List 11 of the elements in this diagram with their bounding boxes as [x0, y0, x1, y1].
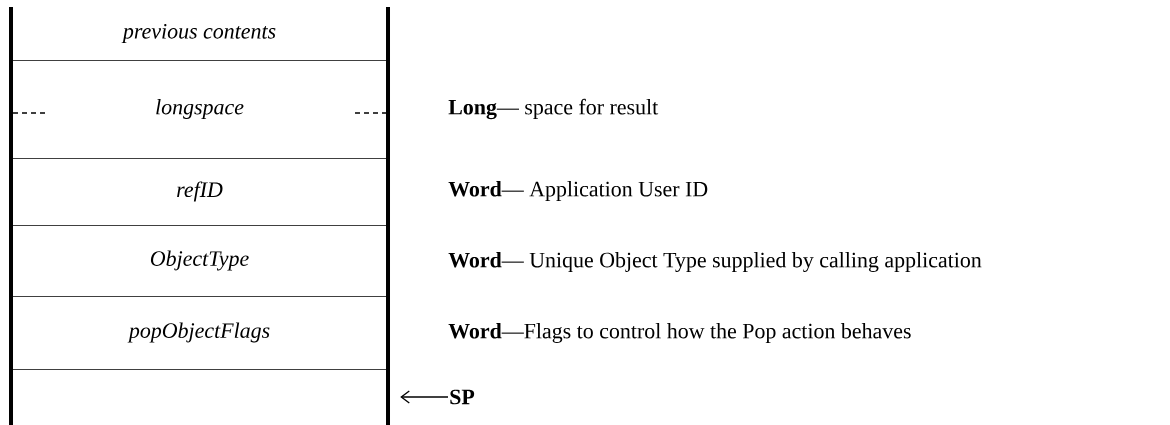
stack-cell: previous contents	[121, 23, 276, 44]
arrow	[400, 390, 449, 404]
field-description: Word—Flags to control how the Pop action behaves	[448, 323, 911, 343]
stack-cell: ObjectType	[13, 225, 386, 271]
pointer-label: SP	[450, 389, 475, 405]
stack-cell: refID	[13, 158, 386, 202]
field-description: Word— Unique Object Type supplied by calling application	[448, 252, 982, 272]
stack-cell: popObjectFlags	[13, 296, 386, 343]
field-description: Long— space for result	[448, 98, 659, 120]
field-description: Word— Application User ID	[448, 181, 708, 201]
stack-cell: longspace	[13, 60, 386, 119]
